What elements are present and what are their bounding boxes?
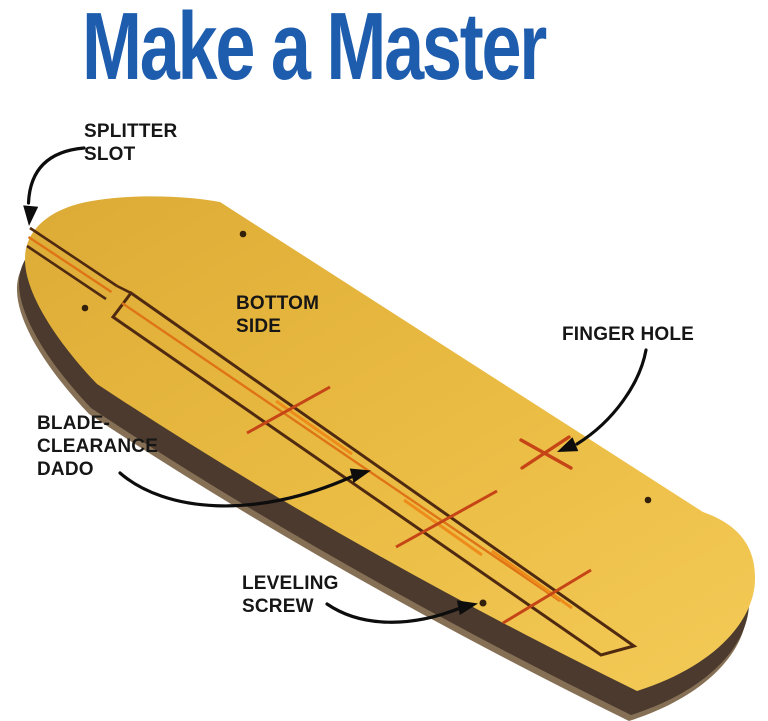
splitter-slot-line-lower	[26, 244, 107, 301]
finger-hole-x-stroke-2	[520, 435, 571, 470]
label-splitter-slot: SPLITTER SLOT	[84, 120, 177, 166]
blade-clearance-arrow	[118, 471, 353, 508]
splitter-slot	[26, 226, 132, 301]
label-bottom-side-line1: BOTTOM	[236, 293, 320, 314]
label-splitter-slot-line2: SLOT	[84, 144, 136, 165]
label-leveling-screw-line1: LEVELING	[242, 573, 339, 594]
registration-marks	[246, 385, 592, 625]
label-finger-hole-line1: FINGER HOLE	[562, 324, 695, 345]
splitter-slot-centerline	[27, 235, 113, 294]
dado-centerline	[121, 302, 561, 602]
cross-mark-1-perpendicular	[246, 385, 331, 435]
screw-hole-left	[81, 304, 89, 312]
page-title: Make a Master	[82, 0, 547, 100]
leveling-screw-arrow	[325, 602, 461, 624]
label-leveling-screw: LEVELING SCREW	[242, 572, 339, 618]
cross-mark-3-parallel	[491, 549, 573, 610]
callout-arrows	[23, 146, 648, 624]
screw-hole-top	[239, 230, 247, 238]
label-bottom-side: BOTTOM SIDE	[236, 292, 319, 338]
screw-hole-right	[644, 496, 652, 504]
leveling-screw-arrowhead-icon	[456, 600, 478, 615]
label-blade-clearance-dado: BLADE- CLEARANCE DADO	[37, 412, 158, 481]
dado-outline	[110, 290, 638, 657]
leveling-screw-holes	[81, 230, 652, 607]
splitter-slot-step	[116, 284, 132, 295]
screw-hole-bottom	[479, 599, 487, 607]
label-bottom-side-line2: SIDE	[236, 316, 282, 337]
label-splitter-slot-line1: SPLITTER	[84, 121, 178, 142]
cross-mark-3-perpendicular	[502, 568, 592, 625]
cross-mark-2-perpendicular	[395, 489, 498, 549]
label-blade-clearance-line3: DADO	[37, 459, 94, 480]
blade-clearance-dado	[110, 290, 638, 657]
finger-hole-arrowhead-icon	[557, 437, 579, 452]
splitter-slot-arrow	[26, 146, 86, 205]
finger-hole-arrow	[575, 348, 648, 446]
cross-mark-2-parallel	[403, 498, 483, 557]
label-blade-clearance-line1: BLADE-	[37, 413, 110, 434]
blade-clearance-arrowhead-icon	[349, 468, 371, 483]
label-blade-clearance-line2: CLEARANCE	[37, 436, 159, 457]
label-finger-hole: FINGER HOLE	[562, 323, 694, 346]
label-leveling-screw-line2: SCREW	[242, 596, 314, 617]
finger-hole-mark	[519, 435, 573, 470]
splitter-slot-arrowhead-icon	[23, 205, 39, 226]
splitter-slot-line-upper	[29, 226, 118, 288]
